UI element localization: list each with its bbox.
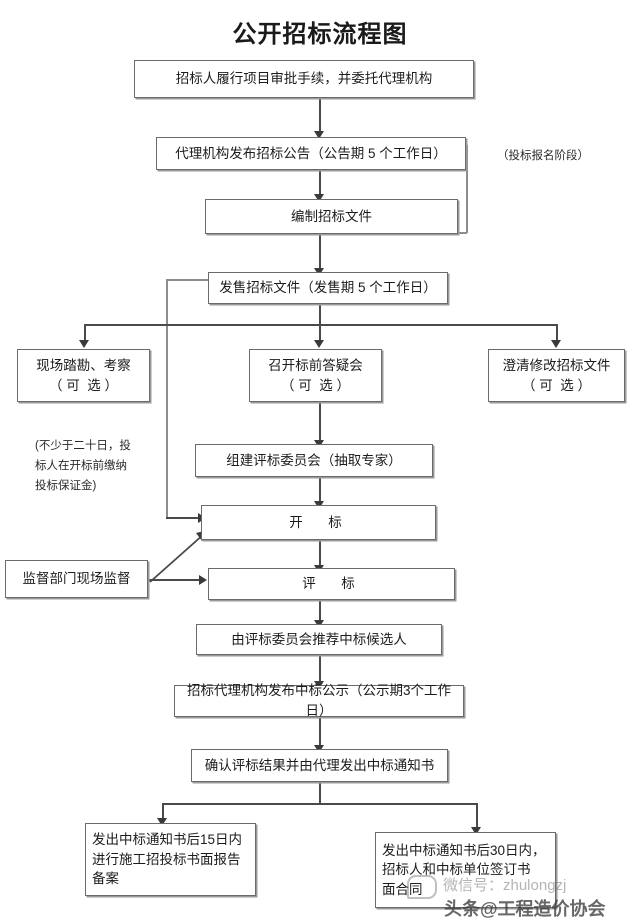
connector-bottom-branch-bar (162, 803, 477, 805)
node-survey-line2: （ 可 选 ） (48, 377, 118, 393)
connector-recommend-to-publicity (319, 655, 321, 683)
page-title: 公开招标流程图 (232, 21, 408, 48)
node-compile-label: 编制招标文件 (291, 208, 372, 224)
node-recommend[interactable]: 由评标委员会推荐中标候选人 (196, 624, 442, 655)
node-clarify-line2: （ 可 选 ） (521, 377, 591, 393)
annotation-registration-stage: （投标报名阶段） (497, 150, 589, 162)
node-approve-label: 招标人履行项目审批手续，并委托代理机构 (175, 71, 433, 87)
node-clarify-line1: 澄清修改招标文件 (502, 357, 611, 373)
annotation-deposit-note: (不少于二十日，投 标人在开标前缴纳 投标保证金) (35, 440, 131, 493)
node-supervise-label: 监督部门现场监督 (22, 571, 131, 587)
node-record[interactable]: 发出中标通知书后15日内 进行施工招投标书面报告 备案 (85, 823, 256, 896)
node-publicity[interactable]: 招标代理机构发布中标公示（公示期3个工作日） (174, 683, 464, 718)
node-notice[interactable]: 确认评标结果并由代理发出中标通知书 (191, 749, 448, 782)
node-contract-line3: 面合同 (382, 881, 423, 897)
node-contract-line2: 招标人和中标单位签订书 (382, 862, 531, 878)
node-committee[interactable]: 组建评标委员会（抽取专家） (195, 444, 433, 477)
arrowhead-announce (314, 131, 324, 139)
node-survey-line1: 现场踏勘、考察 (36, 357, 131, 373)
connector-notice-down (319, 782, 321, 804)
node-qa-line2: （ 可 选 ） (280, 377, 350, 393)
connector-branch-mid (319, 324, 321, 342)
node-record-line1: 发出中标通知书后15日内 (92, 832, 243, 848)
node-evaluate-label: 评 标 (302, 576, 361, 592)
node-recommend-label: 由评标委员会推荐中标候选人 (231, 631, 407, 647)
arrowhead-clarify (551, 340, 561, 348)
connector-branch-left (84, 324, 86, 342)
node-sell[interactable]: 发售招标文件（发售期 5 个工作日） (208, 272, 448, 304)
connector-announce-to-compile (319, 170, 321, 196)
connector-sell-to-openbid-horizontal (166, 517, 201, 519)
node-contract[interactable]: 发出中标通知书后30日内， 招标人和中标单位签订书 面合同 (375, 832, 556, 908)
connector-compile-to-sell (319, 234, 321, 270)
node-clarify[interactable]: 澄清修改招标文件 （ 可 选 ） (488, 349, 625, 402)
connector-bottom-branch-right (476, 803, 478, 829)
arrowhead-qa (314, 340, 324, 348)
connector-evaluate-to-recommend (319, 600, 321, 622)
connector-openbid-to-evaluate (319, 540, 321, 567)
arrowhead-compile (314, 194, 324, 202)
node-notice-label: 确认评标结果并由代理发出中标通知书 (204, 757, 435, 773)
connector-registration-bracket-vertical (466, 145, 468, 233)
node-survey[interactable]: 现场踏勘、考察 （ 可 选 ） (17, 349, 150, 402)
node-record-line3: 备案 (92, 871, 119, 887)
arrowhead-survey (79, 340, 89, 348)
node-openbid-label: 开 标 (289, 514, 348, 530)
connector-supervise-to-evaluate (148, 579, 202, 581)
connector-bottom-branch-left (162, 803, 164, 820)
connector-qa-to-committee (319, 402, 321, 442)
connector-sell-left-stub (166, 279, 208, 281)
node-publicity-label: 招标代理机构发布中标公示（公示期3个工作日） (186, 683, 451, 718)
node-compile[interactable]: 编制招标文件 (205, 199, 458, 234)
node-record-line2: 进行施工招投标书面报告 (92, 851, 241, 867)
node-committee-label: 组建评标委员会（抽取专家） (226, 452, 402, 468)
connector-committee-to-openbid (319, 477, 321, 503)
arrowhead-contract (471, 827, 481, 835)
connector-branch-right (556, 324, 558, 342)
node-evaluate[interactable]: 评 标 (208, 568, 455, 600)
node-openbid[interactable]: 开 标 (201, 505, 436, 540)
node-supervise[interactable]: 监督部门现场监督 (5, 560, 148, 598)
connector-approve-to-announce (319, 98, 321, 132)
node-qa-line1: 召开标前答疑会 (268, 357, 363, 373)
node-announce[interactable]: 代理机构发布招标公告（公告期 5 个工作日） (156, 137, 466, 170)
node-approve[interactable]: 招标人履行项目审批手续，并委托代理机构 (134, 60, 474, 98)
arrowhead-evaluate-left (199, 575, 207, 585)
node-contract-line1: 发出中标通知书后30日内， (382, 842, 546, 858)
node-announce-label: 代理机构发布招标公告（公告期 5 个工作日） (175, 145, 447, 161)
connector-publicity-to-notice (319, 717, 321, 747)
connector-sell-down (319, 304, 321, 325)
node-qa[interactable]: 召开标前答疑会 （ 可 选 ） (249, 349, 382, 402)
connector-sell-to-openbid-vertical (166, 279, 168, 518)
node-sell-label: 发售招标文件（发售期 5 个工作日） (219, 280, 437, 296)
arrowhead-record (157, 818, 167, 826)
